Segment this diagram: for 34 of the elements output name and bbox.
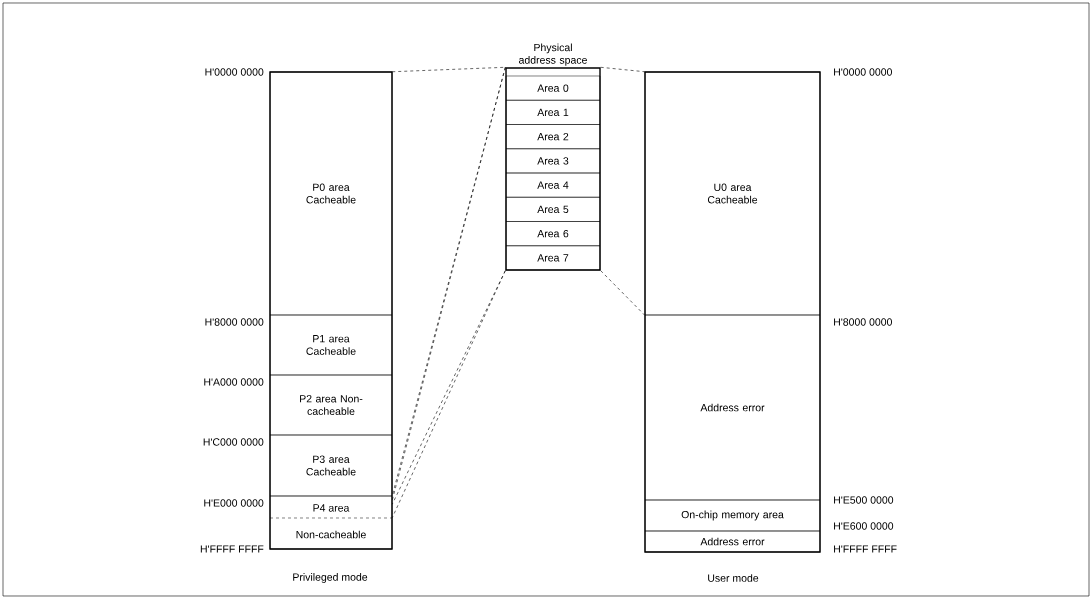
mapping-line	[600, 270, 646, 316]
address-label: H'A000 0000	[204, 378, 264, 386]
memory-area-box: Address error	[644, 530, 821, 553]
address-label: H'0000 0000	[205, 68, 264, 76]
area-row: Area 4	[505, 172, 601, 198]
mode-caption: Privileged mode	[293, 573, 368, 583]
node-label: U0 area Cacheable	[707, 183, 758, 204]
address-label: H'FFFF FFFF	[200, 545, 264, 553]
area-row: Area 1	[505, 100, 601, 125]
memory-area-box: P2 area Non-cacheable	[269, 374, 393, 436]
address-label: H'8000 0000	[205, 318, 264, 326]
mapping-line	[600, 67, 646, 73]
area-row: Area 5	[505, 197, 601, 222]
address-label: H'FFFF FFFF	[834, 545, 897, 553]
area-row: Area 2	[505, 124, 601, 149]
area-row: Area 6	[505, 221, 601, 246]
address-label: H'C000 0000	[203, 438, 264, 446]
area-row: Area 0	[505, 75, 601, 101]
address-label: H'8000 0000	[834, 318, 892, 326]
node-label: Physical address space	[519, 43, 587, 66]
mapping-line	[391, 67, 506, 73]
address-label: H'0000 0000	[834, 68, 892, 76]
memory-area-box: Address error	[644, 314, 821, 501]
memory-area-box: P3 area Cacheable	[269, 434, 393, 497]
memory-area-box: P1 area Cacheable	[269, 314, 393, 376]
memory-area-box: P4 area Non-cacheable	[269, 495, 393, 550]
memory-area-box: On-chip memory area	[644, 499, 821, 532]
address-label: H'E600 0000	[834, 522, 894, 530]
area-row: Area 7	[505, 245, 601, 271]
node-label: P0 area Cacheable	[306, 183, 356, 204]
address-label: H'E000 0000	[204, 499, 264, 507]
area-row: Area 3	[505, 148, 601, 174]
mode-caption: User mode	[708, 574, 759, 582]
address-label: H'E500 0000	[834, 496, 894, 504]
